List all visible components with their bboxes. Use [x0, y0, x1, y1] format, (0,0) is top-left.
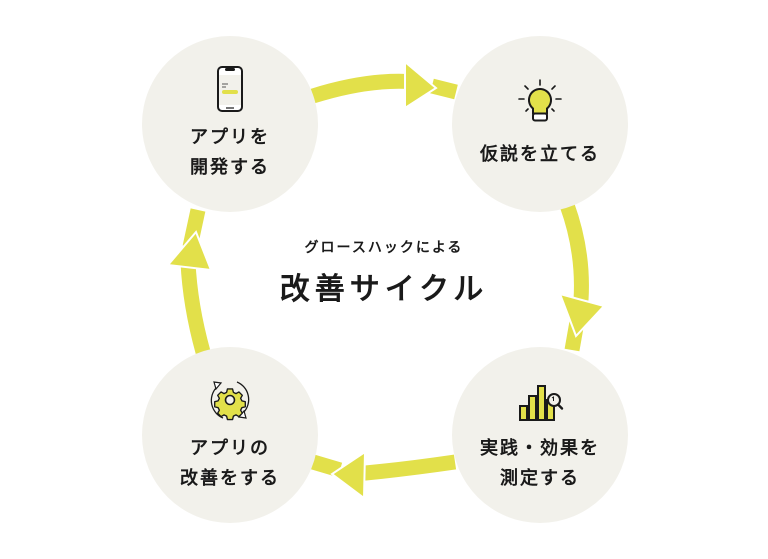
- arrowhead-up: [166, 230, 213, 272]
- step-develop-app: アプリを 開発する: [142, 36, 318, 212]
- smartphone-icon: [217, 66, 243, 112]
- step-label: 仮説を立てる: [480, 140, 600, 170]
- cycle-heading: グロースハックによる 改善サイクル: [234, 238, 534, 312]
- step-label: 実践・効果を 測定する: [480, 434, 600, 494]
- arrow-tail-improve: [310, 454, 343, 478]
- arrow-shaft-hypothesis-to-measure: [559, 202, 589, 301]
- lightbulb-icon: [518, 79, 562, 122]
- arrowhead-down: [558, 292, 606, 338]
- step-label-line1: アプリの: [190, 438, 270, 459]
- step-measure-results: 実践・効果を 測定する: [452, 347, 628, 523]
- step-label-line1: アプリを: [190, 127, 270, 148]
- step-label-line1: 仮説を立てる: [480, 144, 600, 165]
- step-label: アプリの 改善をする: [180, 434, 280, 494]
- arrowhead-right: [404, 59, 438, 110]
- arrow-shaft-develop-to-hypothesis: [310, 73, 417, 104]
- step-label: アプリを 開発する: [190, 123, 270, 183]
- step-label-line2: 改善をする: [180, 468, 280, 489]
- step-label-line2: 開発する: [190, 157, 270, 178]
- cycle-title: 改善サイクル: [279, 272, 489, 307]
- gear-cycle-icon: [210, 381, 250, 421]
- step-label-line1: 実践・効果を: [480, 438, 600, 459]
- bar-chart-search-icon: [519, 385, 564, 421]
- step-label-line2: 測定する: [500, 468, 580, 489]
- cycle-subtitle: グロースハックによる: [304, 240, 464, 256]
- arrowhead-left: [330, 450, 367, 500]
- step-form-hypothesis: 仮説を立てる: [452, 36, 628, 212]
- step-improve-app: アプリの 改善をする: [142, 347, 318, 523]
- arrow-shaft-improve-to-develop: [180, 261, 211, 354]
- arrow-shaft-measure-to-improve: [354, 454, 457, 482]
